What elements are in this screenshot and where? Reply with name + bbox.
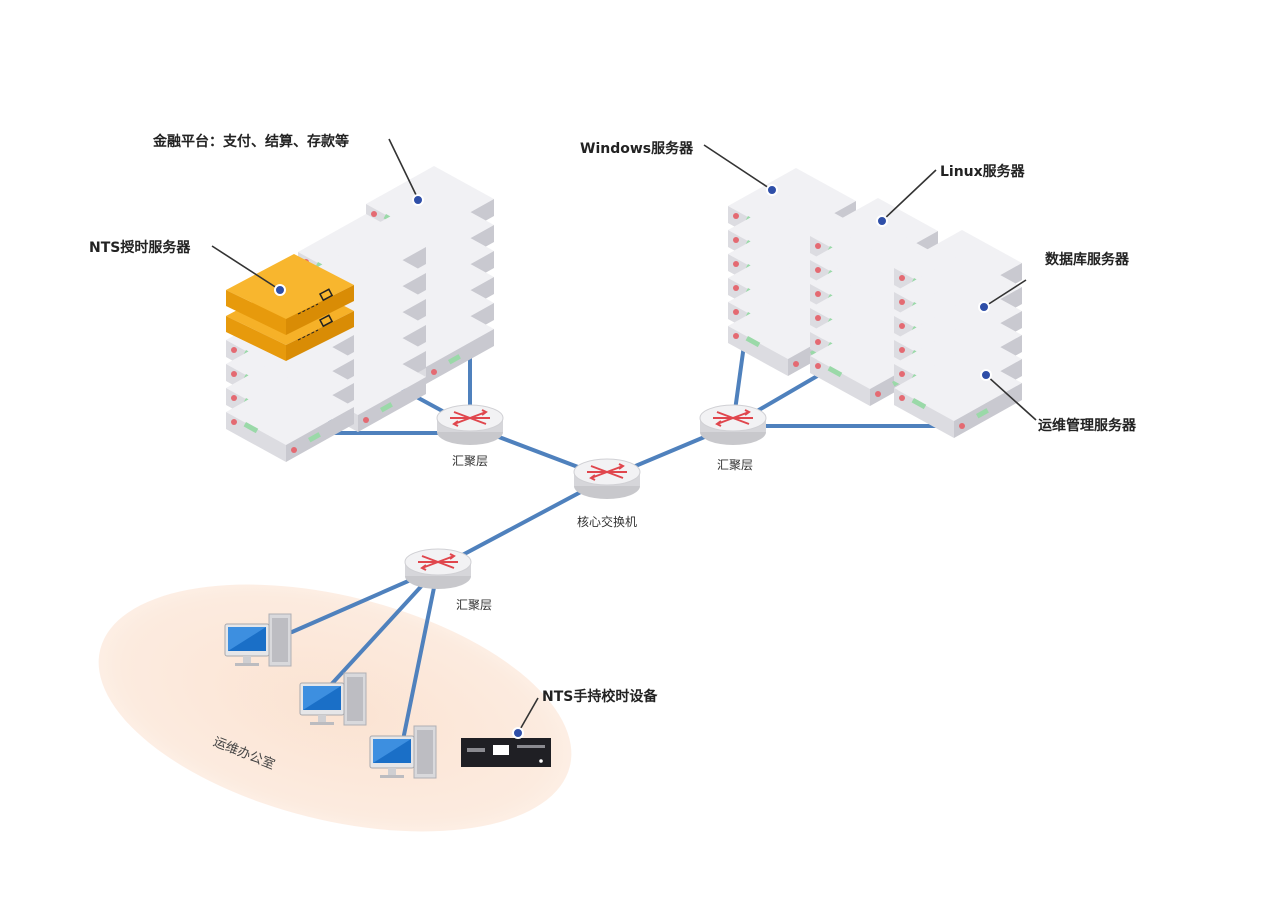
- right-server-cluster: [728, 168, 1022, 438]
- ops-management-server-label: 运维管理服务器: [1038, 418, 1136, 434]
- database-server-rack: [894, 230, 1022, 438]
- aggregation-layer-bottom-label: 汇聚层: [456, 598, 493, 612]
- nts-handheld-device-label: NTS手持校时设备: [542, 689, 658, 705]
- router-icon[interactable]: [573, 458, 641, 500]
- router-icon[interactable]: [699, 404, 767, 446]
- callout-lines: [211, 138, 1037, 734]
- handheld-timing-device-icon[interactable]: [461, 738, 551, 767]
- aggregation-layer-right-label: 汇聚层: [717, 458, 754, 472]
- nts-timing-server[interactable]: [226, 254, 354, 361]
- database-server-label: 数据库服务器: [1045, 252, 1129, 268]
- callout-dots: [274, 184, 992, 739]
- windows-server-label: Windows服务器: [580, 141, 694, 157]
- aggregation-layer-left-label: 汇聚层: [452, 454, 489, 468]
- router-icon[interactable]: [436, 404, 504, 446]
- finance-platform-label: 金融平台：支付、结算、存款等: [153, 134, 349, 150]
- linux-server-label: Linux服务器: [940, 164, 1025, 180]
- finance-server-cluster: [226, 166, 494, 462]
- nts-timing-server-label: NTS授时服务器: [89, 240, 191, 256]
- router-icon[interactable]: [404, 548, 472, 590]
- core-switch-label: 核心交换机: [577, 515, 638, 529]
